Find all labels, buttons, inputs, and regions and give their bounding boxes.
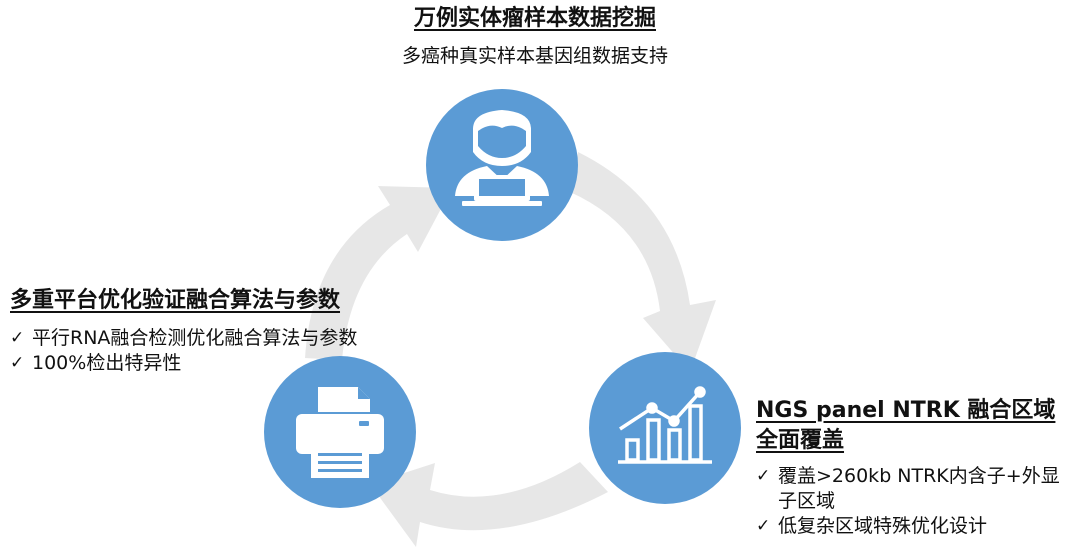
printer-icon bbox=[296, 387, 384, 478]
node-right-list: ✓ 覆盖>260kb NTRK内含子+外显子区域 ✓ 低复杂区域特殊优化设计 bbox=[756, 464, 1066, 539]
arrow-top-to-right bbox=[570, 152, 716, 372]
arrow-right-to-left bbox=[370, 462, 608, 547]
list-item: ✓ 平行RNA融合检测优化融合算法与参数 bbox=[10, 326, 380, 351]
list-item-text: 平行RNA融合检测优化融合算法与参数 bbox=[32, 327, 358, 349]
list-item-text: 覆盖>260kb NTRK内含子+外显子区域 bbox=[778, 465, 1060, 512]
check-icon: ✓ bbox=[756, 516, 771, 536]
check-icon: ✓ bbox=[10, 328, 25, 348]
node-left-title: 多重平台优化验证融合算法与参数 bbox=[10, 288, 341, 313]
node-top-title: 万例实体瘤样本数据挖掘 bbox=[413, 6, 656, 31]
list-item-text: 低复杂区域特殊优化设计 bbox=[778, 515, 988, 537]
check-icon: ✓ bbox=[756, 466, 771, 486]
list-item-text: 100%检出特异性 bbox=[32, 352, 182, 374]
list-item: ✓ 100%检出特异性 bbox=[10, 351, 380, 376]
bar-line-chart-icon bbox=[618, 386, 712, 464]
arrow-left-to-top bbox=[305, 186, 452, 360]
node-circle-top bbox=[426, 89, 578, 241]
user-laptop-icon bbox=[455, 110, 549, 206]
list-item: ✓ 覆盖>260kb NTRK内含子+外显子区域 bbox=[756, 464, 1066, 514]
node-circle-right bbox=[589, 352, 741, 504]
list-item: ✓ 低复杂区域特殊优化设计 bbox=[756, 514, 1066, 539]
node-left-list: ✓ 平行RNA融合检测优化融合算法与参数 ✓ 100%检出特异性 bbox=[10, 326, 380, 376]
node-right-title-line2: 全面覆盖 bbox=[756, 428, 845, 453]
node-right-text: NGS panel NTRK 融合区域 全面覆盖 ✓ 覆盖>260kb NTRK… bbox=[756, 396, 1066, 539]
cycle-arrows bbox=[305, 152, 716, 547]
check-icon: ✓ bbox=[10, 353, 25, 373]
node-top-subtitle: 多癌种真实样本基因组数据支持 bbox=[401, 45, 668, 67]
node-circle-left bbox=[264, 356, 416, 508]
node-right-title-line1: NGS panel NTRK 融合区域 bbox=[756, 398, 1056, 423]
node-left-text: 多重平台优化验证融合算法与参数 ✓ 平行RNA融合检测优化融合算法与参数 ✓ 1… bbox=[10, 286, 380, 376]
node-top-text: 万例实体瘤样本数据挖掘 多癌种真实样本基因组数据支持 bbox=[250, 4, 820, 70]
